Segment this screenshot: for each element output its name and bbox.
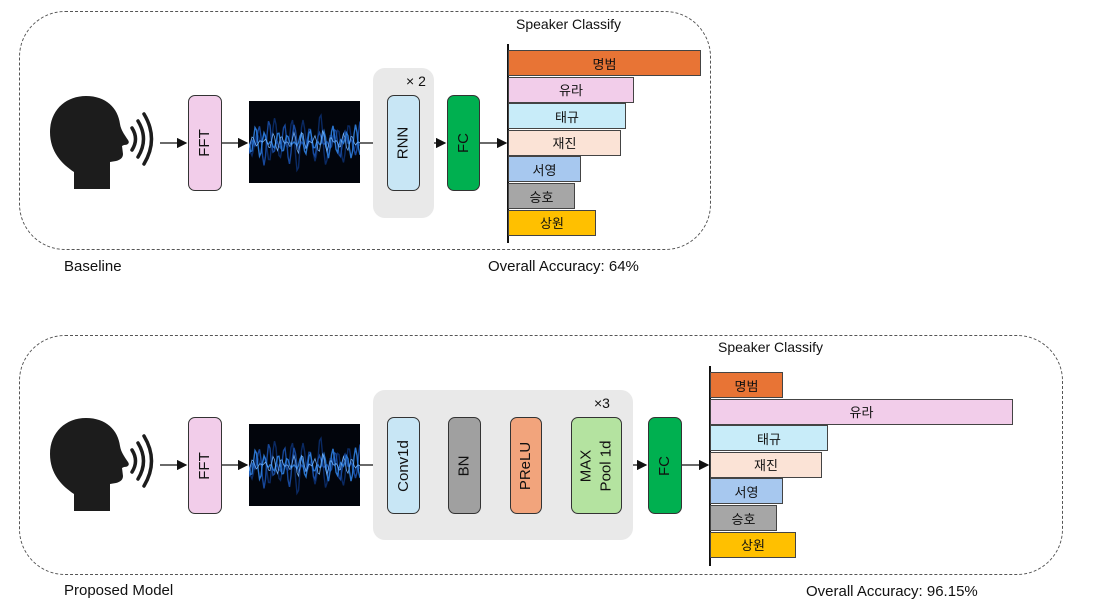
bar-proposed-6: 상원 — [710, 531, 796, 558]
bar-baseline-5: 승호 — [508, 183, 575, 209]
bar-baseline-3: 재진 — [508, 129, 621, 156]
maxpool-label-1: MAX — [577, 449, 595, 482]
bar-baseline-0: 명범 — [508, 50, 701, 76]
bar-baseline-4: 서영 — [508, 156, 581, 183]
prelu-block: PReLU — [510, 417, 542, 514]
maxpool-block: MAX Pool 1d — [571, 417, 622, 514]
audio-waveform-image — [249, 101, 360, 183]
bar-proposed-3: 재진 — [710, 451, 822, 478]
baseline-caption: Baseline — [64, 258, 122, 275]
fft-label: FFT — [196, 129, 213, 157]
bar-proposed-5: 승호 — [710, 505, 777, 531]
prelu-label: PReLU — [517, 441, 535, 490]
classify-title: Speaker Classify — [516, 16, 622, 32]
conv-repeat-label: ×3 — [594, 395, 610, 411]
audio-waveform-image — [249, 424, 360, 506]
bar-proposed-2: 태규 — [710, 425, 828, 452]
speaking-head-icon — [50, 418, 154, 511]
rnn-repeat-label: × 2 — [406, 73, 426, 89]
fc-label: FC — [454, 133, 472, 153]
bar-proposed-1: 유라 — [710, 398, 1013, 425]
fc-block: FC — [447, 95, 480, 191]
classify-title: Speaker Classify — [718, 339, 824, 355]
bar-baseline-6: 상원 — [508, 209, 596, 236]
maxpool-text: MAX Pool 1d — [577, 440, 617, 491]
baseline-accuracy: Overall Accuracy: 64% — [488, 258, 639, 275]
maxpool-label-2: Pool 1d — [597, 440, 615, 491]
bar-baseline-2: 태규 — [508, 103, 626, 130]
fc-label: FC — [656, 455, 673, 476]
bar-proposed-4: 서영 — [710, 478, 783, 505]
fft-block: FFT — [188, 417, 222, 514]
proposed-accuracy: Overall Accuracy: 96.15% — [806, 583, 978, 600]
bn-label: BN — [455, 455, 473, 476]
proposed-caption: Proposed Model — [64, 582, 174, 599]
proposed-frame — [19, 335, 1063, 575]
fft-label: FFT — [196, 451, 213, 480]
conv1d-block: Conv1d — [387, 417, 420, 514]
bn-block: BN — [448, 417, 481, 514]
baseline-frame — [19, 11, 711, 250]
rnn-label: RNN — [394, 126, 412, 160]
fft-block: FFT — [188, 95, 222, 191]
bar-proposed-0: 명범 — [710, 372, 783, 398]
rnn-block: RNN — [387, 95, 420, 191]
speaking-head-icon — [50, 96, 154, 189]
bar-baseline-1: 유라 — [508, 76, 634, 103]
conv1d-label: Conv1d — [394, 439, 412, 492]
fc-block: FC — [648, 417, 682, 514]
